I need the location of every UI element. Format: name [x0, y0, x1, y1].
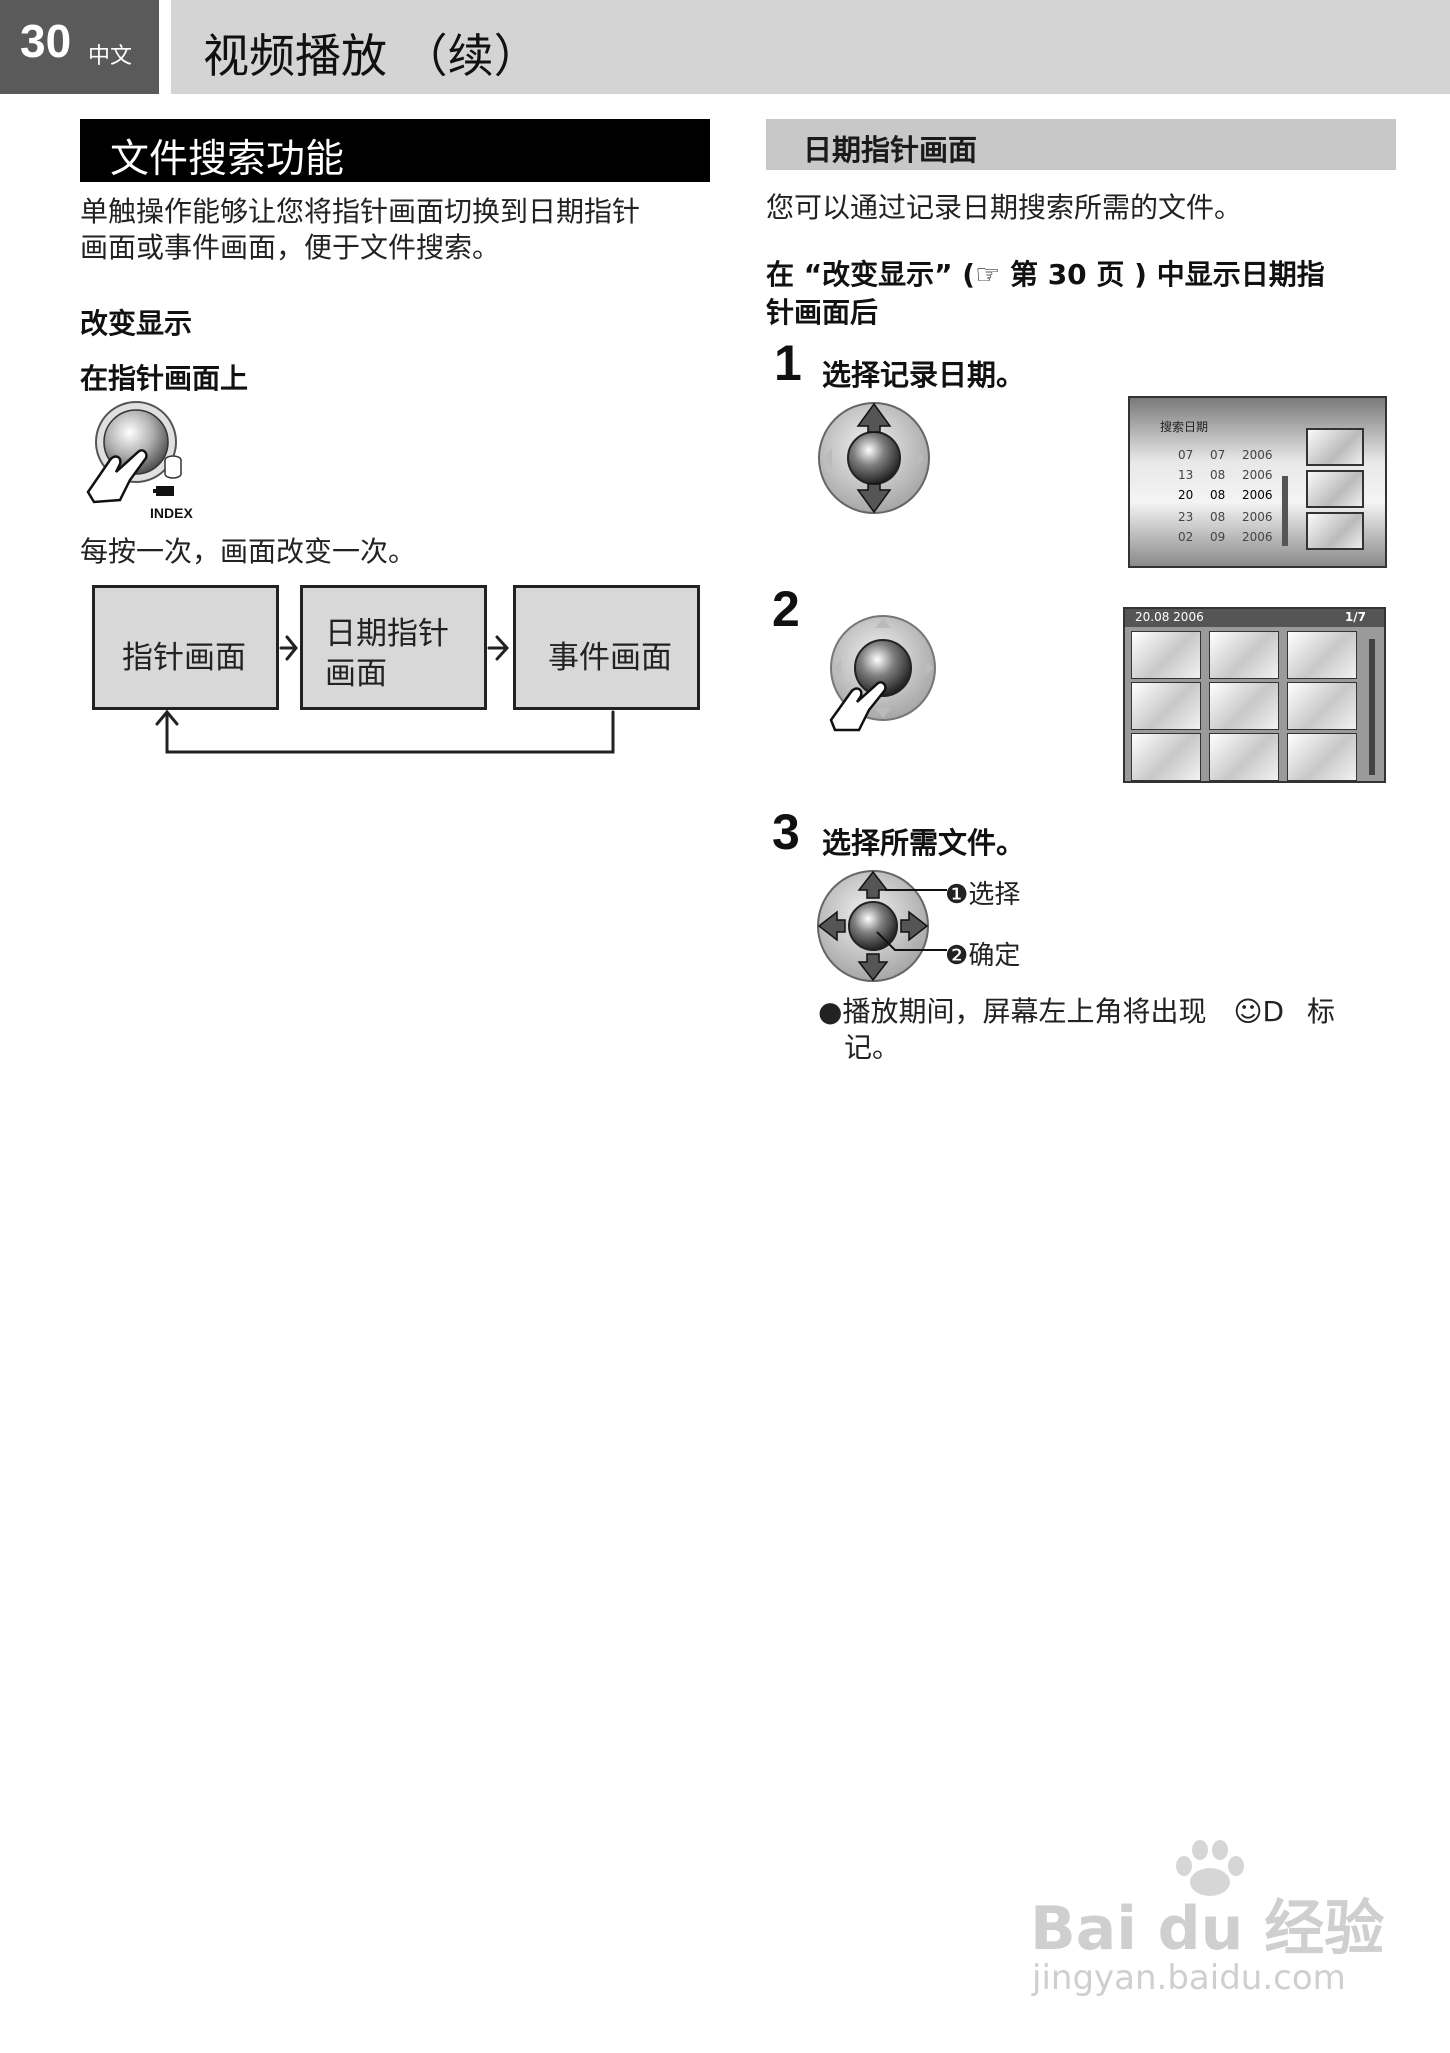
thumbnail — [1209, 682, 1279, 730]
subhead-on-index-screen: 在指针画面上 — [80, 362, 249, 395]
thumbnail-screen: 20.08 2006 1/7 — [1123, 607, 1386, 783]
subhead-change-display: 改变显示 — [80, 307, 193, 340]
return-arrow-icon — [155, 709, 615, 754]
paw-logo-icon — [1176, 1840, 1244, 1896]
step-number: 1 — [774, 335, 802, 391]
header-bar: 视频播放 （续） — [171, 0, 1450, 94]
callout-confirm: ❷确定 — [945, 941, 1021, 971]
thumbnail — [1209, 631, 1279, 679]
flow-box-event-screen: 事件画面 — [513, 585, 700, 710]
thumbnail — [1131, 631, 1201, 679]
thumbnail — [1287, 682, 1357, 730]
screen-status-bar: 20.08 2006 1/7 — [1125, 609, 1384, 627]
thumbnail — [1287, 733, 1357, 781]
scrollbar — [1282, 476, 1288, 546]
section-title-date-index: 日期指针画面 — [766, 119, 1396, 170]
step-number: 3 — [772, 804, 800, 860]
thumbnail — [1131, 733, 1201, 781]
thumbnail — [1306, 512, 1364, 550]
section-title-file-search: 文件搜索功能 — [80, 119, 710, 182]
thumbnail — [1131, 682, 1201, 730]
arrow-right-icon — [279, 635, 298, 661]
callout-select: ❶选择 — [945, 880, 1021, 910]
step-text: 选择记录日期。 — [822, 358, 1026, 392]
step-number: 2 — [772, 581, 800, 637]
face-detect-icon: ☺D — [1233, 995, 1285, 1028]
press-instruction: 每按一次，画面改变一次。 — [80, 535, 417, 568]
page-number-block: 30 中文 — [0, 0, 159, 94]
thumbnail — [1209, 733, 1279, 781]
page-title: 视频播放 （续） — [203, 29, 540, 83]
watermark-url: jingyan.baidu.com — [1032, 1958, 1346, 1998]
page-number: 30 — [20, 15, 72, 67]
scrollbar — [1369, 639, 1375, 775]
index-label: INDEX — [150, 505, 193, 521]
bullet-note: ●播放期间，屏幕左上角将出现 ☺D 标 记。 — [818, 995, 1336, 1064]
callout-marker-1: ❶ — [945, 880, 969, 910]
date-index-intro: 您可以通过记录日期搜索所需的文件。 — [766, 191, 1243, 224]
dpad-press-icon — [829, 615, 936, 732]
condition-text: 在 “改变显示” (☞ 第 30 页 ) 中显示日期指 针画面后 — [766, 258, 1325, 329]
arrow-right-icon — [487, 635, 510, 661]
thumbnail — [1287, 631, 1357, 679]
language-label: 中文 — [88, 44, 133, 69]
hand-pointer-icon — [829, 681, 887, 732]
watermark-brand: Bai du 经验 — [1030, 1894, 1385, 1964]
flow-box-index-screen: 指针画面 — [92, 585, 279, 710]
index-button-illustration: INDEX — [86, 401, 193, 521]
step-text: 选择所需文件。 — [822, 826, 1026, 860]
dpad-up-down-icon — [818, 402, 930, 514]
screen-date: 20.08 2006 — [1135, 610, 1204, 624]
screen-title: 搜索日期 — [1160, 420, 1209, 434]
dpad-four-way-icon — [817, 870, 947, 982]
thumbnail — [1306, 428, 1364, 466]
bullet-icon: ● — [818, 995, 843, 1028]
screen-page: 1/7 — [1344, 610, 1366, 624]
hand-pointer-icon — [86, 449, 148, 504]
intro-paragraph: 单触操作能够让您将指针画面切换到日期指针 画面或事件画面，便于文件搜索。 — [80, 195, 641, 264]
flow-box-date-index-screen: 日期指针 画面 — [300, 585, 487, 710]
callout-marker-2: ❷ — [945, 941, 969, 971]
database-icon — [164, 455, 182, 479]
thumbnail — [1306, 470, 1364, 508]
battery-icon — [153, 486, 174, 496]
